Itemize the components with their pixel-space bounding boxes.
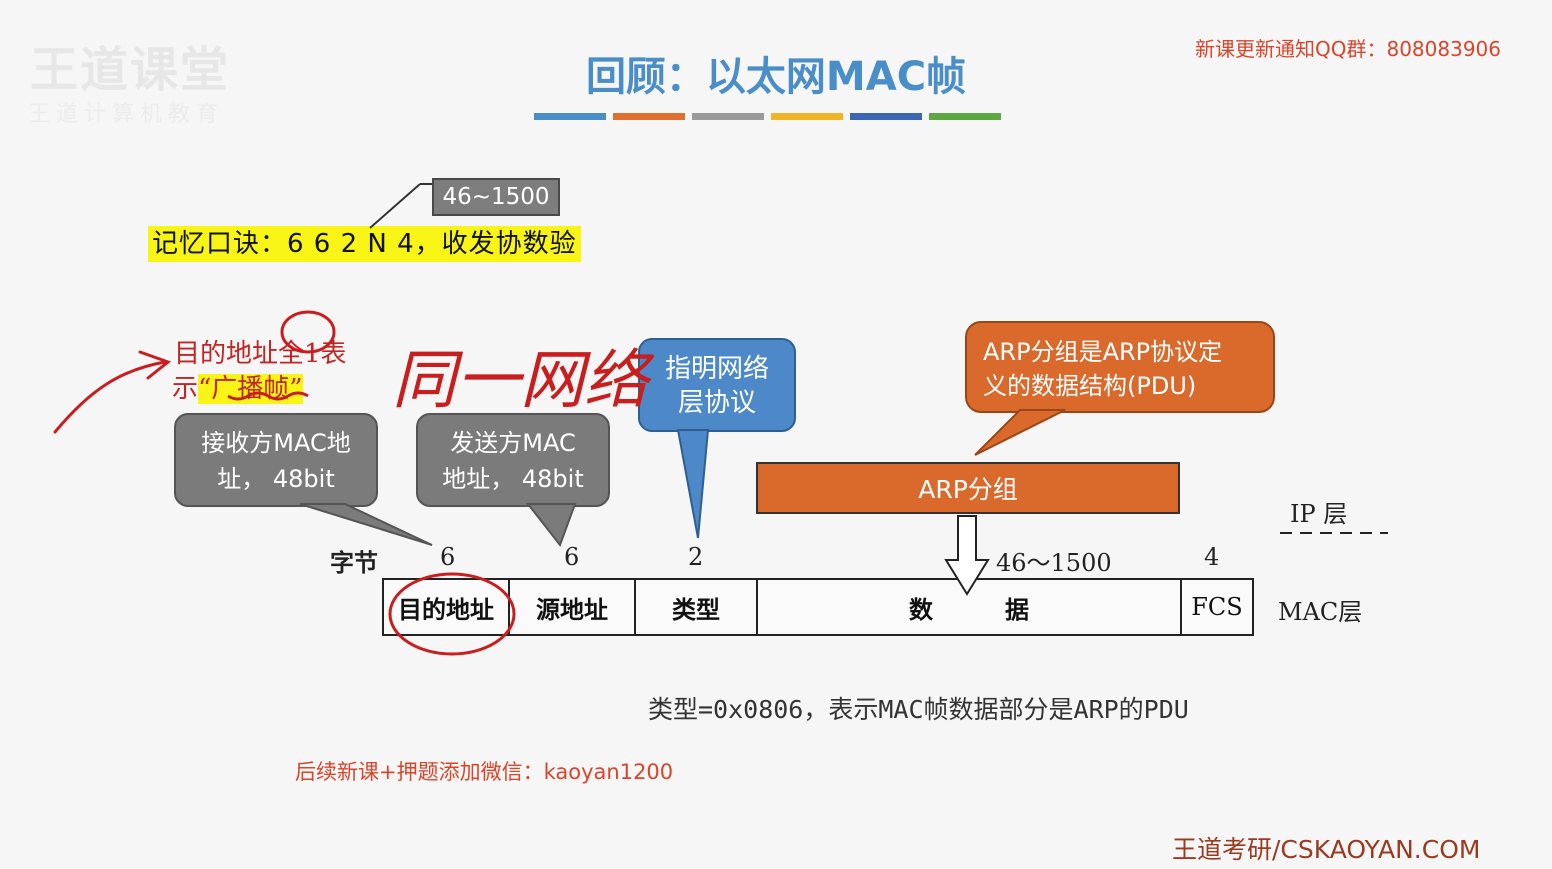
receiver-mac-callout: 接收方MAC地 址， 48bit <box>174 413 378 507</box>
ip-layer-label: IP 层 <box>1290 500 1348 528</box>
arp-definition-callout: ARP分组是ARP协议定 义的数据结构(PDU) <box>965 321 1275 413</box>
range-leader-line <box>369 183 421 229</box>
field-type: 类型 <box>636 580 758 634</box>
sender-mac-callout: 发送方MAC 地址， 48bit <box>416 413 610 507</box>
network-layer-callout: 指明网络 层协议 <box>638 338 796 432</box>
wechat-notice: 后续新课+押题添加微信：kaoyan1200 <box>295 760 674 784</box>
handwritten-arrow <box>53 350 172 434</box>
arp-packet-bar: ARP分组 <box>756 462 1180 514</box>
title-accent-bar <box>534 113 606 120</box>
sender-callout-line1: 发送方MAC <box>450 429 576 457</box>
mnemonic-text: 记忆口诀：6 6 2 N 4，收发协数验 <box>148 226 581 262</box>
mac-layer-label: MAC层 <box>1278 598 1363 626</box>
slide-title: 回顾：以太网MAC帧 <box>585 54 967 100</box>
data-size: 46～1500 <box>996 549 1112 577</box>
field-source: 源地址 <box>510 580 636 634</box>
network-callout-tail <box>676 429 710 539</box>
receiver-callout-line1: 接收方MAC地 <box>201 429 351 457</box>
title-accent-bar <box>929 113 1001 120</box>
network-callout-line1: 指明网络 <box>664 354 769 384</box>
sender-callout-line2: 地址， 48bit <box>442 465 584 493</box>
handwritten-same-network: 同一网络 <box>392 344 655 418</box>
arp-callout-tail <box>974 409 1066 456</box>
field-destination: 目的地址 <box>384 580 510 634</box>
handwritten-circle-dest <box>388 572 516 656</box>
fcs-size: 4 <box>1204 543 1220 571</box>
broadcast-note-prefix: 示 <box>172 374 199 404</box>
src-size: 6 <box>564 543 580 571</box>
mac-frame: 目的地址 源地址 类型 数 据 FCS <box>382 578 1254 636</box>
sender-callout-tail <box>525 503 577 548</box>
title-accent-bar-group <box>534 113 1001 120</box>
type-size: 2 <box>688 543 704 571</box>
arp-callout-line1: ARP分组是ARP协议定 <box>983 338 1223 366</box>
field-data: 数 据 <box>758 580 1182 634</box>
title-accent-bar <box>613 113 685 120</box>
network-callout-line2: 层协议 <box>677 388 756 418</box>
watermark-logo-subtitle: 王道计算机教育 <box>28 102 225 127</box>
receiver-callout-line2: 址， 48bit <box>217 465 335 493</box>
receiver-callout-tail <box>299 503 433 546</box>
bytes-label: 字节 <box>330 548 378 577</box>
broadcast-note-line1: 目的地址全1表 <box>174 339 347 369</box>
type-value-note: 类型=0x0806，表示MAC帧数据部分是ARP的PDU <box>648 695 1189 724</box>
field-fcs: FCS <box>1191 593 1243 621</box>
qq-group-notice: 新课更新通知QQ群：808083906 <box>1195 37 1502 61</box>
arp-down-arrow <box>944 515 990 596</box>
title-accent-bar <box>850 113 922 120</box>
handwritten-underline <box>227 391 309 401</box>
arp-callout-line2: 义的数据结构(PDU) <box>983 372 1197 400</box>
handwritten-circle-one <box>280 310 336 354</box>
dest-size: 6 <box>440 543 456 571</box>
watermark-logo: 王道课堂 <box>30 42 231 98</box>
title-accent-bar <box>771 113 843 120</box>
site-watermark: 王道考研/CSKAOYAN.COM <box>1172 835 1481 864</box>
data-range-box: 46~1500 <box>432 178 560 216</box>
title-accent-bar <box>692 113 764 120</box>
